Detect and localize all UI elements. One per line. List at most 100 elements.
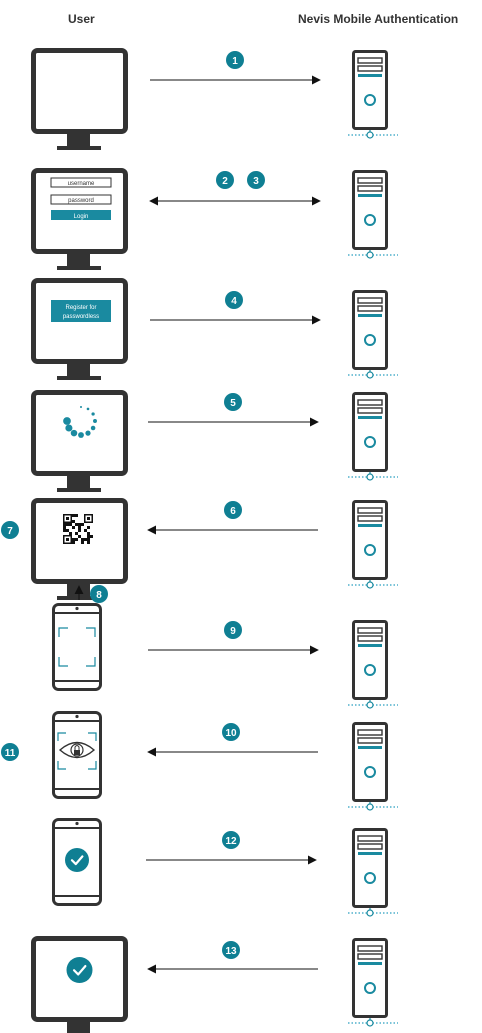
badge-label: 5 xyxy=(230,398,236,409)
step-badge-2: 2 xyxy=(216,171,234,189)
step-badge-3: 3 xyxy=(247,171,265,189)
server-power-button xyxy=(364,214,376,226)
user-phone xyxy=(52,818,102,906)
server-drive xyxy=(357,305,383,312)
badge-label: 9 xyxy=(230,626,236,637)
lock-shackle xyxy=(74,745,80,750)
step-9 xyxy=(52,603,102,691)
server-icon xyxy=(348,828,398,917)
server-icon xyxy=(348,938,398,1027)
phone-frame xyxy=(52,603,102,691)
server-power-button xyxy=(364,94,376,106)
monitor-base xyxy=(57,146,101,150)
qr-module xyxy=(63,526,66,529)
server-icon xyxy=(348,170,398,259)
scan-frame xyxy=(57,732,97,770)
server-drive xyxy=(357,843,383,850)
badge-label: 6 xyxy=(230,506,236,517)
phone-camera xyxy=(75,606,79,611)
badge-label: 3 xyxy=(253,176,259,187)
password-label: password xyxy=(68,198,94,204)
server-drive xyxy=(357,515,383,522)
server-status-bar xyxy=(358,416,382,419)
server-icon xyxy=(348,620,398,709)
server-network-node xyxy=(366,251,374,259)
spinner-dot xyxy=(78,432,84,438)
step-badge-11: 11 xyxy=(1,743,19,761)
monitor-neck xyxy=(67,134,90,146)
monitor-base xyxy=(57,376,101,380)
qr-module xyxy=(84,529,87,532)
badge-label: 7 xyxy=(7,526,13,537)
server-drive xyxy=(357,729,383,736)
badge-label: 12 xyxy=(225,836,237,847)
step-badge-6: 6 xyxy=(224,501,242,519)
badge-circle xyxy=(224,621,242,639)
qr-module xyxy=(87,535,90,538)
qr-module xyxy=(75,538,78,541)
qr-finder xyxy=(66,517,69,520)
server-drive xyxy=(357,945,383,952)
badge-label: 11 xyxy=(5,748,16,759)
badge-label: 8 xyxy=(96,590,102,601)
check-icon xyxy=(66,957,93,983)
monitor-neck xyxy=(67,364,90,376)
server-network-node xyxy=(366,1019,374,1027)
server-status-bar xyxy=(358,524,382,527)
qr-module xyxy=(63,523,66,526)
step-badge-5: 5 xyxy=(224,393,242,411)
phone-camera xyxy=(75,714,79,719)
spinner-dot xyxy=(65,424,73,432)
server-drive xyxy=(357,57,383,64)
server-network-node xyxy=(366,803,374,811)
monitor-frame xyxy=(31,48,128,134)
badge-label: 2 xyxy=(222,176,228,187)
qr-module xyxy=(87,532,90,535)
qr-module xyxy=(75,532,78,535)
password-field xyxy=(50,194,112,205)
badge-circle xyxy=(224,393,242,411)
step-6 xyxy=(31,498,128,600)
qr-finder xyxy=(66,538,69,541)
spinner-dot xyxy=(91,412,95,416)
badge-label: 10 xyxy=(225,728,237,739)
user-column-header: User xyxy=(68,12,95,26)
scan-frame xyxy=(58,627,96,667)
step-badge-4: 4 xyxy=(225,291,243,309)
server-icon xyxy=(348,50,398,139)
server-drive xyxy=(357,177,383,184)
server-network-node xyxy=(366,371,374,379)
server-power-button xyxy=(364,872,376,884)
server-network-node xyxy=(366,131,374,139)
server-column-header: Nevis Mobile Authentication xyxy=(298,12,459,26)
server-drive xyxy=(357,737,383,744)
badge-circle xyxy=(222,831,240,849)
server-drive xyxy=(357,407,383,414)
step-10 xyxy=(52,711,102,799)
username-label: username xyxy=(68,181,95,187)
qr-module xyxy=(87,538,90,541)
badge-circle xyxy=(1,743,19,761)
badge-label: 4 xyxy=(231,296,237,307)
monitor-neck xyxy=(67,1022,90,1033)
monitor-base xyxy=(57,266,101,270)
server-icon xyxy=(348,392,398,481)
check-icon xyxy=(65,848,89,872)
step-badge-10: 10 xyxy=(222,723,240,741)
server-status-bar xyxy=(358,194,382,197)
server-power-button xyxy=(364,544,376,556)
server-power-button xyxy=(364,766,376,778)
step-1 xyxy=(31,48,128,150)
badge-circle xyxy=(222,941,240,959)
qr-module xyxy=(75,523,78,526)
monitor-neck xyxy=(67,254,90,266)
register-line-1: Register for xyxy=(65,305,96,311)
user-monitor xyxy=(31,498,128,600)
server-power-button xyxy=(364,436,376,448)
server-power-button xyxy=(364,334,376,346)
